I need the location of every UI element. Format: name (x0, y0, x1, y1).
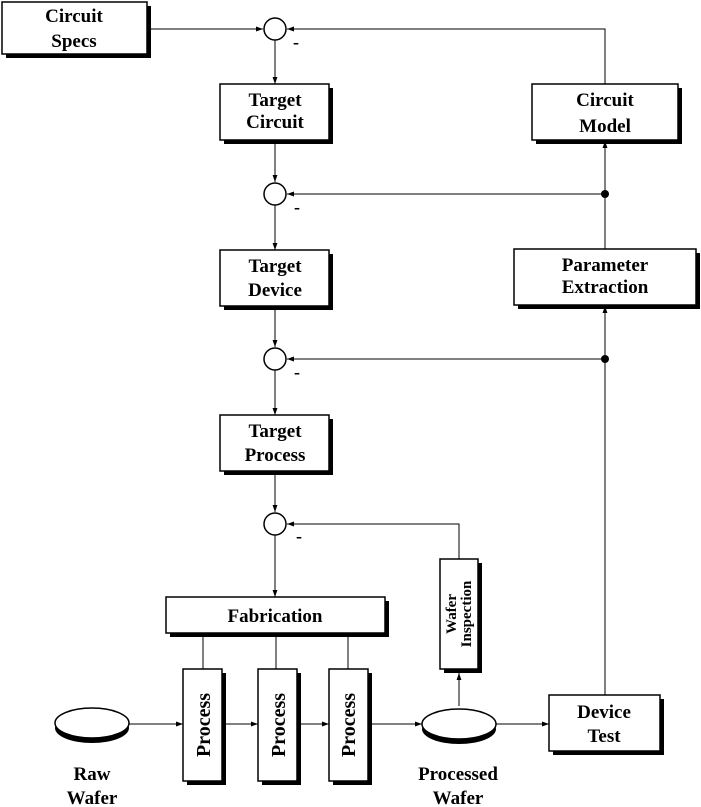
raw-wafer-line2: Wafer (67, 788, 118, 807)
parameter-extraction-line2: Extraction (562, 277, 649, 298)
target-circuit-line2: Circuit (246, 112, 304, 133)
target-process-line2: Process (245, 445, 306, 466)
summing-junction-4-sign: - (296, 526, 302, 546)
summing-junction-2: - (263, 182, 300, 217)
wafer-inspection-line2: Inspection (459, 580, 475, 647)
circuit-specs-line1: Circuit (45, 6, 103, 27)
device-test-line2: Test (587, 726, 621, 747)
wafer-inspection-line1: Wafer (444, 594, 460, 634)
fabrication-block: Fabrication (165, 596, 389, 637)
processed-wafer-icon: Processed Wafer (418, 708, 498, 807)
circuit-specs-line2: Specs (51, 31, 96, 52)
circuit-model-line2: Model (579, 116, 631, 137)
target-device-block: Target Device (219, 249, 333, 310)
raw-wafer-line1: Raw (74, 764, 111, 785)
processed-wafer-line2: Wafer (433, 788, 484, 807)
summing-junction-2-sign: - (294, 197, 300, 217)
target-device-line1: Target (248, 256, 302, 277)
process-step-3-label: Process (338, 693, 360, 757)
circuit-model-line1: Circuit (576, 90, 634, 111)
parameter-extraction-block: Parameter Extraction (513, 248, 700, 309)
branch-dot-device-test (601, 355, 609, 363)
device-test-block: Device Test (548, 694, 664, 755)
summing-junction-4: - (263, 512, 302, 546)
summing-junction-3-sign: - (294, 362, 300, 382)
parameter-extraction-line1: Parameter (562, 255, 649, 276)
summing-junction-1-sign: - (293, 32, 299, 52)
target-device-line2: Device (248, 280, 302, 301)
process-step-1-label: Process (193, 693, 215, 757)
process-step-2: Process (257, 668, 301, 785)
summing-junction-3: - (263, 347, 300, 382)
fabrication-label: Fabrication (228, 606, 323, 627)
process-step-3: Process (328, 668, 372, 785)
model-feedback-arrow (287, 26, 606, 84)
target-process-block: Target Process (219, 414, 333, 475)
processed-wafer-line1: Processed (418, 764, 498, 785)
process-step-2-label: Process (268, 693, 290, 757)
wafer-inspection-block: Wafer Inspection (439, 558, 482, 673)
target-circuit-block: Target Circuit (219, 83, 333, 144)
process-step-1: Process (182, 668, 226, 785)
target-process-line1: Target (248, 421, 302, 442)
target-circuit-line1: Target (248, 90, 302, 111)
summing-junction-1: - (263, 17, 299, 52)
raw-wafer-icon: Raw Wafer (54, 707, 130, 807)
circuit-specs-block: Circuit Specs (1, 1, 151, 58)
circuit-model-block: Circuit Model (531, 83, 682, 144)
device-test-line1: Device (577, 702, 631, 723)
inspection-to-junction4-arrow (287, 521, 460, 559)
connectors (129, 26, 608, 727)
branch-dot-extraction (601, 190, 609, 198)
